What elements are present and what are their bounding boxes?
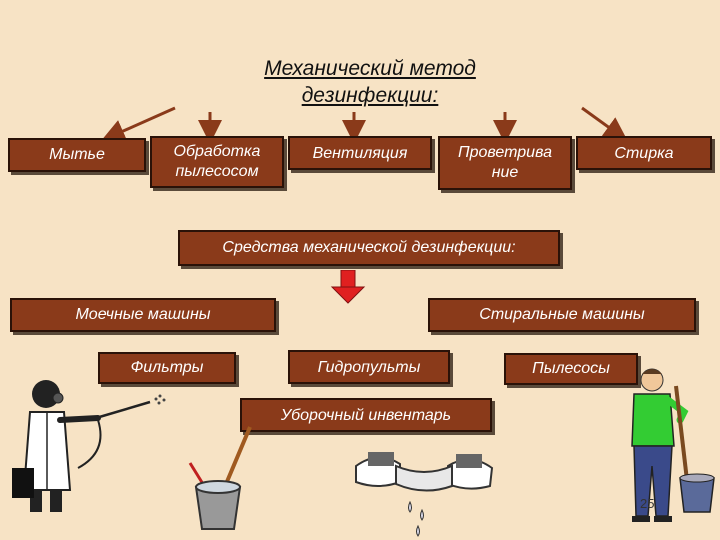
cleaner-man-illustration: [631, 368, 715, 522]
diagram-title: Механический метод дезинфекции:: [190, 55, 550, 109]
means-washing-machines: Моечные машины: [10, 298, 276, 332]
wringing-cloth-illustration: [355, 452, 494, 537]
down-arrow-icon: [330, 270, 366, 304]
sprayer-man-illustration: [12, 380, 166, 512]
means-hydropults: Гидропульты: [288, 350, 450, 384]
method-airing: Проветрива ние: [438, 136, 572, 190]
means-header: Средства механической дезинфекции:: [178, 230, 560, 266]
means-cleaning-tools: Уборочный инвентарь: [240, 398, 492, 432]
method-vacuuming: Обработка пылесосом: [150, 136, 284, 188]
bucket-mop-illustration: [188, 426, 252, 530]
page-number: 25: [640, 496, 655, 511]
title-line-2: дезинфекции:: [301, 84, 439, 107]
arrow-to-washing: [101, 106, 176, 143]
means-vacuums: Пылесосы: [504, 353, 638, 385]
arrow-to-laundry: [581, 106, 628, 142]
method-arrows: [101, 106, 628, 144]
method-washing: Мытье: [8, 138, 146, 172]
means-laundry-machines: Стиральные машины: [428, 298, 696, 332]
means-filters: Фильтры: [98, 352, 236, 384]
method-laundry: Стирка: [576, 136, 712, 170]
method-ventilation: Вентиляция: [288, 136, 432, 170]
title-line-1: Механический метод: [264, 57, 476, 80]
